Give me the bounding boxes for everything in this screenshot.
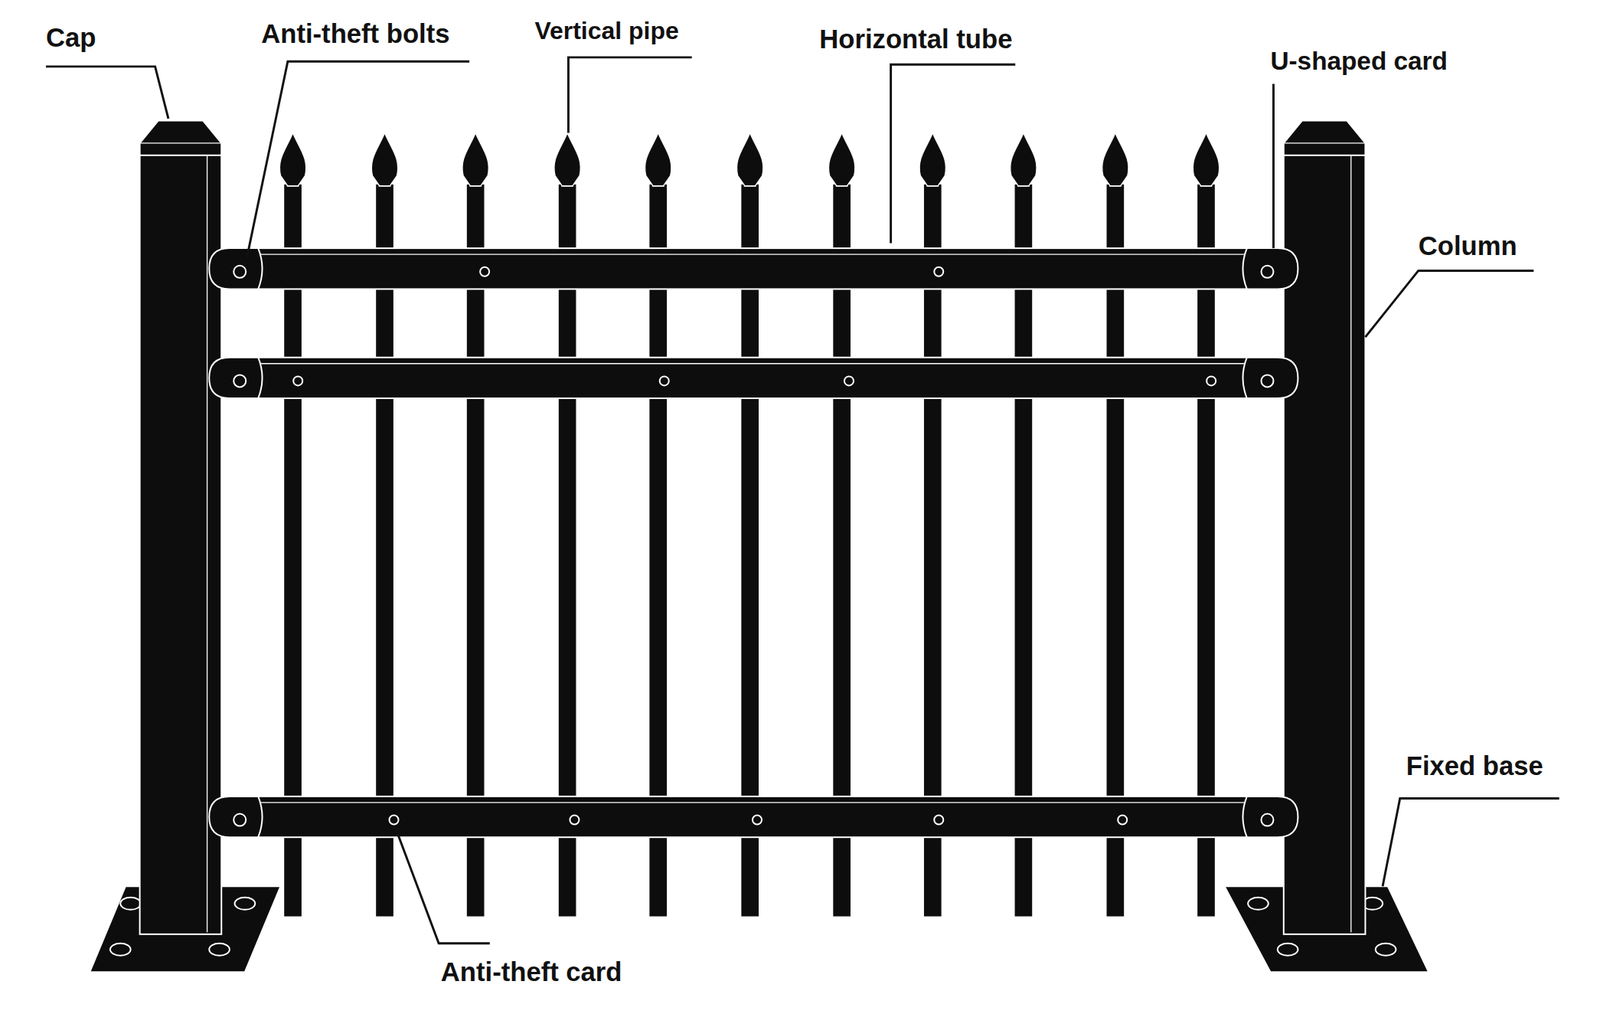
anti-theft-card	[752, 815, 762, 825]
spear-tip	[554, 132, 581, 186]
anti-theft-card	[1117, 815, 1127, 825]
spear-tip	[645, 132, 672, 186]
tip-collar	[1017, 185, 1030, 187]
anti-theft-bolt	[233, 265, 246, 278]
anti-theft-bolt	[1260, 265, 1274, 278]
horizontal-tube	[229, 248, 1281, 289]
part-label: Vertical pipe	[534, 18, 679, 43]
plate-hole	[1375, 943, 1397, 956]
tip-collar	[652, 185, 665, 187]
tube-edge	[229, 362, 1281, 364]
u-shaped-card	[1242, 357, 1298, 399]
spear-tip	[1102, 132, 1129, 186]
leader-lines	[45, 57, 1560, 944]
horizontal-tube	[229, 357, 1281, 399]
cap-edge	[1283, 142, 1366, 144]
anti-theft-card	[659, 375, 670, 386]
u-shaped-card	[208, 796, 262, 837]
tube-edge	[229, 253, 1281, 255]
part-label: Cap	[45, 24, 96, 52]
spear-tip	[736, 132, 763, 186]
tip-collar	[926, 185, 939, 187]
tip-collar	[1109, 185, 1122, 187]
anti-theft-card	[480, 267, 490, 277]
anti-theft-card	[1206, 375, 1216, 386]
anti-theft-card	[293, 375, 303, 386]
part-label: Fixed base	[1406, 751, 1544, 779]
spear-tip	[371, 132, 398, 186]
spear-tip	[1010, 132, 1037, 186]
horizontal-tube	[229, 796, 1281, 837]
plate-hole	[1247, 897, 1269, 910]
fence-drawing	[89, 120, 1429, 972]
tip-collar	[744, 185, 757, 187]
u-shaped-card	[208, 357, 262, 399]
cap	[140, 120, 223, 155]
tip-collar	[287, 185, 300, 187]
part-label: Anti-theft bolts	[261, 20, 450, 48]
leader-line	[1364, 270, 1534, 337]
cap	[1283, 120, 1366, 155]
leader-line	[247, 61, 471, 258]
spear-tip	[919, 132, 946, 186]
part-label: Column	[1418, 232, 1518, 260]
leader-line	[45, 66, 169, 119]
plate-hole	[120, 897, 141, 910]
tip-collar	[561, 185, 574, 187]
spear-tip	[1192, 132, 1219, 186]
tip-collar	[1200, 185, 1213, 187]
part-label: U-shaped card	[1270, 48, 1447, 74]
anti-theft-card	[389, 815, 399, 825]
part-label: Horizontal tube	[819, 25, 1013, 53]
part-label: Anti-theft card	[440, 958, 623, 986]
u-shaped-card	[1242, 248, 1298, 289]
tube-edge	[229, 801, 1281, 803]
leader-line	[1272, 84, 1275, 249]
spear-tip	[462, 132, 489, 186]
anti-theft-bolt	[1260, 374, 1274, 387]
plate-hole	[1277, 943, 1299, 956]
cap-edge	[140, 142, 223, 144]
leader-line	[568, 57, 692, 134]
column-edge	[206, 155, 208, 932]
anti-theft-bolt	[233, 374, 246, 387]
column-edge	[1350, 155, 1352, 932]
spear-tip	[828, 132, 855, 186]
leader-line	[1382, 798, 1560, 887]
anti-theft-card	[569, 815, 579, 825]
tip-collar	[835, 185, 849, 187]
anti-theft-bolt	[233, 813, 246, 827]
anti-theft-card	[933, 267, 944, 277]
plate-hole	[110, 943, 131, 956]
plate-hole	[208, 943, 230, 956]
tip-collar	[469, 185, 482, 187]
anti-theft-card	[844, 375, 854, 386]
plate-hole	[235, 897, 256, 910]
anti-theft-card	[933, 815, 944, 825]
u-shaped-card	[1242, 796, 1298, 837]
leader-line	[891, 64, 1016, 243]
spear-tip	[279, 132, 306, 186]
tip-collar	[378, 185, 392, 187]
u-shaped-card	[208, 248, 262, 289]
anti-theft-bolt	[1260, 813, 1274, 827]
leader-line	[395, 829, 490, 944]
